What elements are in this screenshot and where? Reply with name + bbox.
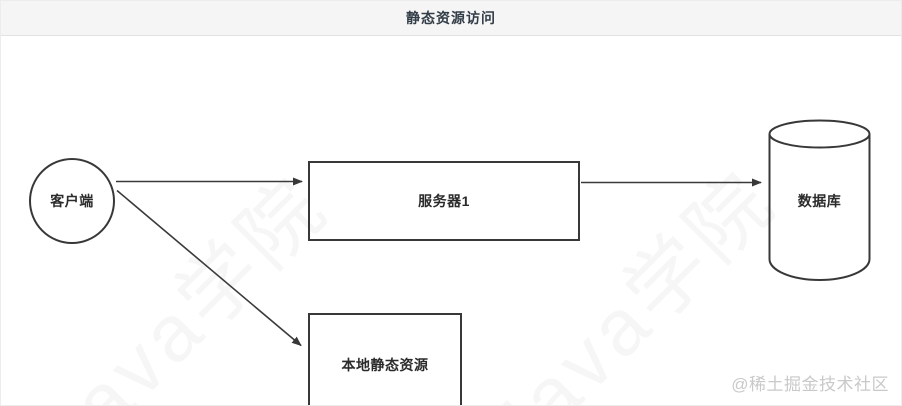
node-client-label: 客户端 (50, 193, 94, 209)
diagram-canvas: Java学院 Java学院 客户端 服务器1 (1, 36, 901, 405)
community-credit: @稀土掘金技术社区 (731, 375, 889, 394)
edge-client-to-local-static (116, 189, 302, 347)
node-database: 数据库 (768, 119, 871, 282)
diagram-title-bar: 静态资源访问 (1, 1, 901, 36)
database-cylinder-shape (768, 119, 871, 281)
node-server: 服务器1 (308, 161, 580, 241)
node-local-static: 本地静态资源 (308, 313, 462, 405)
node-client: 客户端 (29, 158, 115, 244)
node-local-static-label: 本地静态资源 (341, 356, 429, 373)
node-server-label: 服务器1 (418, 193, 470, 209)
diagram-title: 静态资源访问 (406, 10, 496, 26)
node-database-label: 数据库 (797, 192, 842, 209)
